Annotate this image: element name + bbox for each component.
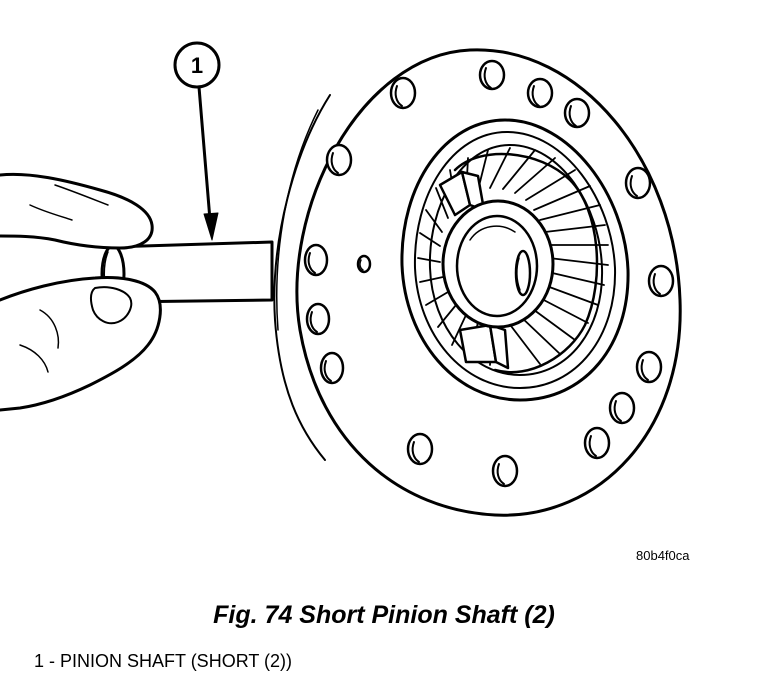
bolt-hole xyxy=(491,454,519,488)
bolt-hole xyxy=(305,302,331,336)
bolt-hole xyxy=(563,97,591,129)
bolt-hole xyxy=(624,166,652,200)
side-gear-teeth xyxy=(417,147,609,366)
callout-leader xyxy=(197,85,219,241)
pinion-shaft-illustration: 1 xyxy=(0,41,682,517)
bolt-hole xyxy=(583,426,611,460)
hand-thumb xyxy=(0,276,162,412)
legend-item: 1 - PINION SHAFT (SHORT (2)) xyxy=(34,651,293,671)
bolt-hole xyxy=(478,59,506,91)
pinion-gear-lower xyxy=(458,323,510,370)
pinion-shaft-bore xyxy=(514,249,532,297)
bolt-hole xyxy=(608,391,636,425)
figure-reference-code: 80b4f0ca xyxy=(636,548,690,563)
callout-number: 1 xyxy=(191,53,203,78)
bolt-hole xyxy=(303,243,329,277)
bolt-hole xyxy=(325,143,353,177)
side-gear-hub xyxy=(441,199,555,329)
hand-upper-finger xyxy=(0,172,154,250)
bolt-hole xyxy=(389,76,417,110)
bolt-hole xyxy=(406,432,434,466)
locating-hole xyxy=(356,254,372,274)
bolt-hole xyxy=(319,351,345,385)
figure-caption: Fig. 74 Short Pinion Shaft (2) xyxy=(213,601,555,629)
bolt-hole xyxy=(526,77,554,109)
figure-legend: 1 - PINION SHAFT (SHORT (2)) xyxy=(34,651,292,672)
callout-marker: 1 xyxy=(173,41,221,89)
flange-bolt-holes xyxy=(303,59,675,488)
bolt-hole xyxy=(647,264,675,298)
bolt-hole xyxy=(635,350,663,384)
